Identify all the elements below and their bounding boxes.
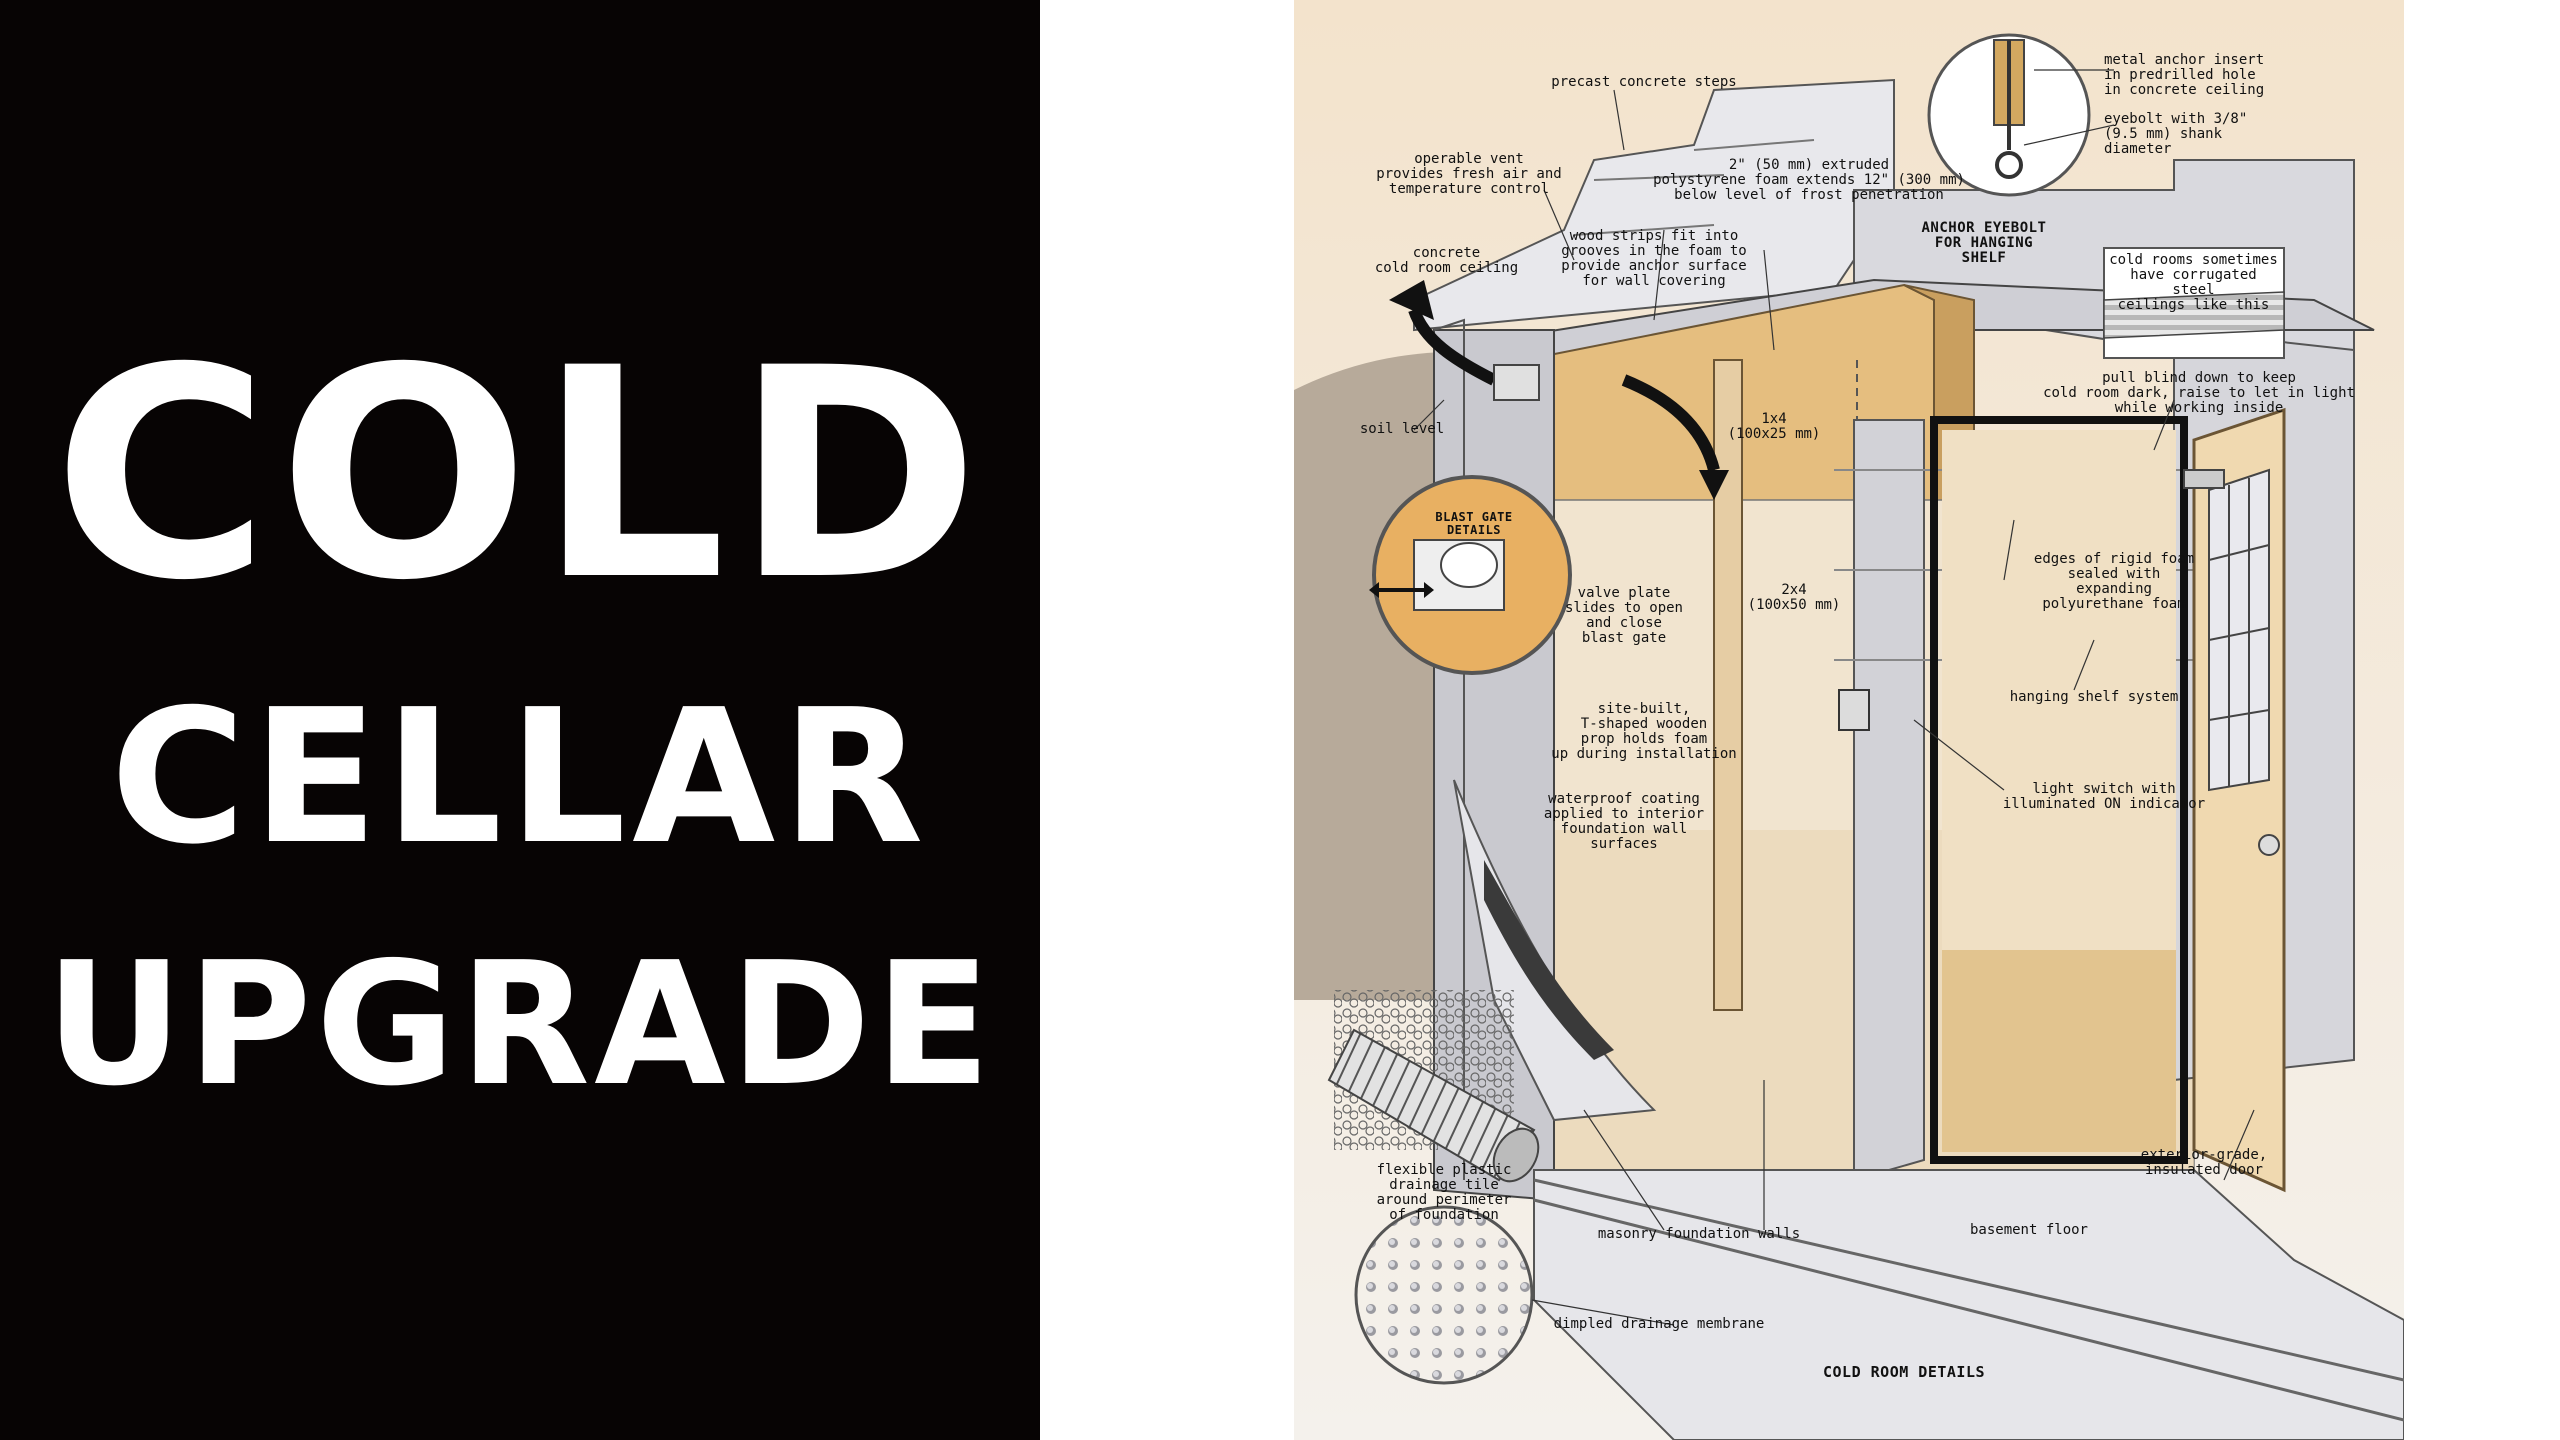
- label-anchor-eyebolt-title: ANCHOR EYEBOLT FOR HANGING SHELF: [1921, 220, 2047, 266]
- waterproof-layer: [1484, 860, 1614, 1060]
- label-site-built-prop: site-built, T-shaped wooden prop holds f…: [1551, 701, 1737, 762]
- door-frame: [1930, 416, 2188, 1164]
- label-concrete-ceiling: concrete cold room ceiling: [1374, 245, 1519, 276]
- cold-room-diagram: precast concrete steps metal anchor inse…: [1294, 0, 2404, 1440]
- label-basement-floor: basement floor: [1969, 1222, 2088, 1238]
- label-hanging-shelf: hanging shelf system: [2009, 689, 2179, 705]
- label-two-by-four: 2x4 (100x50 mm): [1747, 582, 1841, 613]
- label-exterior-door: exterior-grade, insulated door: [2140, 1147, 2268, 1178]
- leader-lines: [1413, 69, 2255, 1326]
- label-blast-gate-details: BLAST GATE DETAILS: [1435, 510, 1513, 537]
- partition-wall: [1853, 419, 1925, 1182]
- title-line-cellar: CELLAR: [110, 668, 930, 885]
- label-one-by-four: 1x4 (100x25 mm): [1727, 411, 1821, 442]
- label-corrugated-ceiling: cold rooms sometimes have corrugated ste…: [2109, 252, 2278, 313]
- cold-room-illustration: [1294, 0, 2404, 1440]
- wood-post: [1713, 359, 1743, 1011]
- label-light-switch: light switch with illuminated ON indicat…: [2002, 781, 2206, 812]
- door-window: [2208, 468, 2270, 792]
- title-panel: COLD CELLAR UPGRADE: [0, 0, 1040, 1440]
- label-soil-level: soil level: [1359, 421, 1445, 437]
- pull-blind: [2183, 469, 2225, 489]
- vent-airflow-arrow: [1408, 307, 1497, 386]
- label-masonry-walls: masonry foundation walls: [1597, 1226, 1801, 1242]
- label-precast-steps: precast concrete steps: [1551, 74, 1737, 90]
- diagram-caption: COLD ROOM DETAILS: [1822, 1363, 1986, 1381]
- label-wood-strips: wood strips fit into grooves in the foam…: [1561, 228, 1747, 289]
- title-line-upgrade: UPGRADE: [45, 925, 995, 1124]
- label-waterproof-coating: waterproof coating applied to interior f…: [1543, 791, 1705, 852]
- label-dimpled-membrane: dimpled drainage membrane: [1553, 1316, 1765, 1332]
- label-edges-foam: edges of rigid foam sealed with expandin…: [2033, 551, 2195, 612]
- light-switch: [1838, 689, 1870, 731]
- label-eyebolt: eyebolt with 3/8" (9.5 mm) shank diamete…: [2104, 111, 2248, 157]
- operable-vent: [1493, 364, 1540, 401]
- door-knob: [2258, 834, 2280, 856]
- label-extruded-foam: 2" (50 mm) extruded polystyrene foam ext…: [1653, 157, 1965, 203]
- label-drainage-tile: flexible plastic drainage tile around pe…: [1376, 1162, 1512, 1223]
- dimpled-membrane-detail: [1354, 1205, 1534, 1385]
- label-anchor-insert: metal anchor insert in predrilled hole i…: [2104, 52, 2265, 98]
- drainage-tile: [1327, 1028, 1536, 1182]
- basement-floor: [1533, 1169, 2404, 1440]
- title-line-cold: COLD: [52, 306, 988, 644]
- label-valve-plate: valve plate slides to open and close bla…: [1564, 585, 1683, 646]
- label-pull-blind: pull blind down to keep cold room dark, …: [2043, 370, 2355, 416]
- label-operable-vent: operable vent provides fresh air and tem…: [1376, 151, 1562, 197]
